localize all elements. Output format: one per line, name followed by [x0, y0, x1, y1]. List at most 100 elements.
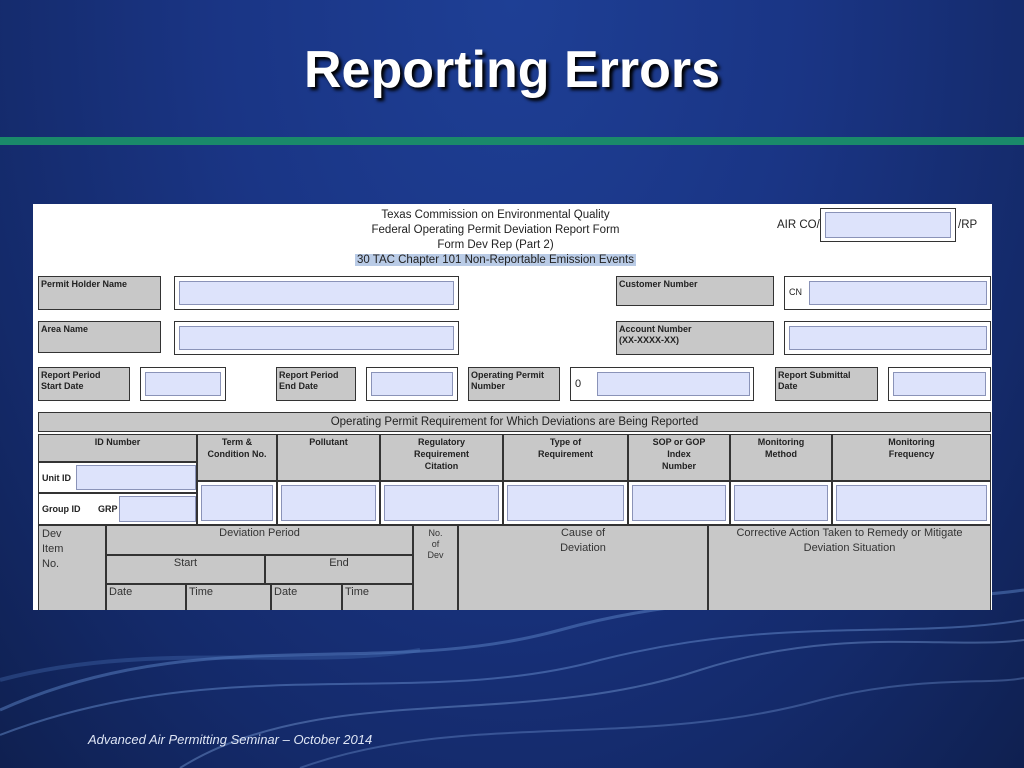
col-regulatory-citation: Regulatory Requirement Citation	[380, 434, 503, 481]
no-of-dev-line3: Dev	[427, 550, 444, 560]
operating-permit-number-label: Operating Permit Number	[468, 367, 560, 401]
operating-permit-number-line2: Number	[471, 381, 506, 391]
corrective-line1: Corrective Action Taken to Remedy or Mit…	[736, 527, 963, 539]
area-name-box	[174, 321, 459, 355]
start-time-header: Time	[186, 584, 271, 610]
monitoring-method-field[interactable]	[734, 485, 828, 521]
col-reg-line1: Regulatory	[417, 437, 465, 447]
regulatory-citation-field[interactable]	[384, 485, 499, 521]
col-mon-method-line1: Monitoring	[757, 437, 805, 447]
end-date-header: Date	[271, 584, 342, 610]
form-header-chapter: 30 TAC Chapter 101 Non-Reportable Emissi…	[283, 253, 708, 268]
customer-number-box: CN	[784, 276, 991, 310]
dev-item-no-header: Dev Item No.	[38, 525, 106, 610]
col-sop-gop-index: SOP or GOP Index Number	[628, 434, 730, 481]
report-submittal-line1: Report Submittal	[778, 370, 851, 380]
deviation-period-header: Deviation Period	[106, 525, 413, 555]
grp-label: GRP	[98, 504, 118, 514]
dev-line3: No.	[42, 558, 60, 570]
col-term-line1: Term &	[221, 437, 253, 447]
operating-permit-number-box: 0	[570, 367, 754, 401]
report-submittal-label: Report Submittal Date	[775, 367, 878, 401]
operating-permit-number-field[interactable]	[597, 372, 750, 396]
sop-gop-index-field[interactable]	[632, 485, 726, 521]
air-co-box	[820, 208, 956, 242]
sop-gop-index-cell	[628, 481, 730, 525]
report-period-end-field[interactable]	[371, 372, 453, 396]
monitoring-method-cell	[730, 481, 832, 525]
pollutant-field[interactable]	[281, 485, 376, 521]
col-monitoring-method: Monitoring Method	[730, 434, 832, 481]
account-number-field[interactable]	[789, 326, 987, 350]
start-date-header: Date	[106, 584, 186, 610]
report-period-end-label: Report Period End Date	[276, 367, 356, 401]
col-type-line1: Type of	[549, 437, 582, 447]
col-mon-freq-line1: Monitoring	[888, 437, 935, 447]
report-period-start-label: Report Period Start Date	[38, 367, 130, 401]
operating-permit-number-line1: Operating Permit	[471, 370, 545, 380]
no-of-dev-line1: No.	[428, 528, 443, 538]
customer-number-label: Customer Number	[616, 276, 774, 306]
account-number-label-line2: (XX-XXXX-XX)	[619, 335, 680, 345]
cause-line2: Deviation	[560, 542, 606, 554]
regulatory-citation-cell	[380, 481, 503, 525]
report-period-start-box	[140, 367, 226, 401]
col-reg-line2: Requirement	[413, 449, 469, 459]
report-period-end-line1: Report Period	[279, 370, 339, 380]
col-sop-line1: SOP or GOP	[652, 437, 706, 447]
report-submittal-box	[888, 367, 991, 401]
slide-title: Reporting Errors	[303, 41, 721, 99]
group-id-cell: Group ID GRP	[38, 493, 197, 525]
term-condition-field[interactable]	[201, 485, 273, 521]
report-period-end-line2: End Date	[279, 381, 319, 391]
operating-permit-prefix: 0	[575, 378, 582, 390]
highlighted-chapter-text: 30 TAC Chapter 101 Non-Reportable Emissi…	[355, 254, 636, 266]
col-pollutant: Pollutant	[277, 434, 380, 481]
report-period-start-line2: Start Date	[41, 381, 84, 391]
end-header: End	[265, 555, 413, 584]
col-id-number: ID Number	[38, 434, 197, 462]
permit-holder-name-box	[174, 276, 459, 310]
report-period-end-box	[366, 367, 458, 401]
col-monitoring-frequency: Monitoring Frequency	[832, 434, 991, 481]
col-type-of-requirement: Type of Requirement	[503, 434, 628, 481]
col-term-line2: Condition No.	[207, 449, 267, 459]
start-header: Start	[106, 555, 265, 584]
report-period-start-line1: Report Period	[41, 370, 101, 380]
customer-number-field[interactable]	[809, 281, 987, 305]
col-mon-method-line2: Method	[765, 449, 797, 459]
report-period-start-field[interactable]	[145, 372, 221, 396]
term-condition-cell	[197, 481, 277, 525]
corrective-line2: Deviation Situation	[803, 542, 896, 554]
cause-of-deviation-header: Cause of Deviation	[458, 525, 708, 610]
group-id-field[interactable]	[119, 496, 196, 522]
type-of-requirement-field[interactable]	[507, 485, 624, 521]
air-co-suffix: /RP	[958, 219, 978, 231]
account-number-label: Account Number (XX-XXXX-XX)	[616, 321, 774, 355]
air-co-prefix: AIR CO/	[777, 219, 820, 231]
area-name-field[interactable]	[179, 326, 454, 350]
unit-id-field[interactable]	[76, 465, 196, 490]
report-submittal-line2: Date	[778, 381, 798, 391]
area-name-label: Area Name	[38, 321, 161, 353]
col-reg-line3: Citation	[424, 461, 459, 471]
corrective-action-header: Corrective Action Taken to Remedy or Mit…	[708, 525, 991, 610]
group-id-label: Group ID	[42, 504, 81, 514]
col-sop-line3: Number	[661, 461, 696, 471]
permit-holder-name-field[interactable]	[179, 281, 454, 305]
no-of-dev-line2: of	[431, 539, 440, 549]
permit-holder-name-label: Permit Holder Name	[38, 276, 161, 310]
monitoring-frequency-cell	[832, 481, 991, 525]
title-divider	[0, 137, 1024, 145]
cause-line1: Cause of	[560, 527, 606, 539]
unit-id-label: Unit ID	[42, 473, 71, 483]
requirement-section-title: Operating Permit Requirement for Which D…	[38, 412, 991, 432]
form-header-part: Form Dev Rep (Part 2)	[437, 239, 554, 251]
form-header-agency: Texas Commission on Environmental Qualit…	[381, 209, 610, 221]
report-submittal-field[interactable]	[893, 372, 986, 396]
slide-footer: Advanced Air Permitting Seminar – Octobe…	[88, 732, 373, 747]
monitoring-frequency-field[interactable]	[836, 485, 987, 521]
account-number-label-line1: Account Number	[619, 324, 692, 334]
col-sop-line2: Index	[667, 449, 691, 459]
air-co-field[interactable]	[825, 212, 951, 238]
